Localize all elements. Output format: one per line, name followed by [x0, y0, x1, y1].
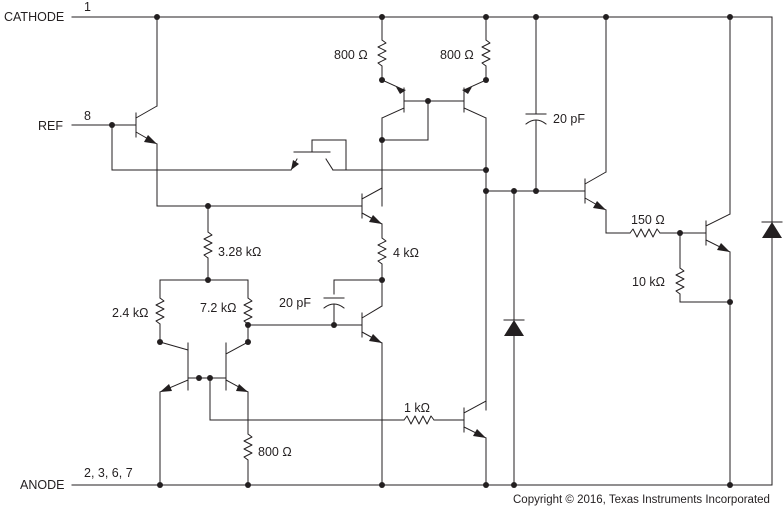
- diode-middle: [503, 190, 525, 486]
- resistor-2k4: [155, 279, 165, 343]
- resistor-1k-path: [209, 415, 465, 425]
- protection-diode: [761, 221, 783, 238]
- middle-npn-transistor: [333, 187, 387, 295]
- label-r-4k: 4 kΩ: [393, 246, 419, 260]
- resistor-7k2: [243, 279, 363, 343]
- label-c-comp-top: 20 pF: [553, 112, 585, 126]
- ref-input-transistor: [71, 16, 158, 207]
- label-r-top-left: 800 Ω: [334, 48, 368, 62]
- top-mirror: [377, 16, 491, 411]
- anode-label: ANODE: [20, 478, 64, 492]
- bottom-diff-pair: [159, 341, 253, 486]
- label-r-2k4: 2.4 kΩ: [112, 306, 148, 320]
- cathode-label: CATHODE: [4, 10, 64, 24]
- label-r-800-bottom: 800 Ω: [258, 445, 292, 459]
- ref-label: REF: [38, 119, 63, 133]
- label-r-top-right: 800 Ω: [440, 48, 474, 62]
- bottom-right-transistor: [463, 400, 487, 486]
- label-r-3k28: 3.28 kΩ: [218, 245, 261, 259]
- cathode-pin-number: 1: [84, 0, 91, 14]
- label-c-comp-middle: 20 pF: [279, 296, 311, 310]
- label-r-10k: 10 kΩ: [632, 275, 665, 289]
- comp-capacitor-top: [525, 16, 547, 192]
- label-r-150: 150 Ω: [631, 213, 665, 227]
- ref-pin-number: 8: [84, 109, 91, 123]
- divider-3k28: [156, 205, 363, 281]
- label-r-7k2: 7.2 kΩ: [200, 301, 236, 315]
- output-driver-transistor: [584, 16, 731, 303]
- anode-pin-numbers: 2, 3, 6, 7: [84, 466, 133, 480]
- junction-dots: [109, 14, 733, 488]
- output-power-transistor: [705, 16, 731, 486]
- comp-capacitor-middle: [323, 297, 345, 326]
- copyright-notice: Copyright © 2016, Texas Instruments Inco…: [513, 494, 770, 506]
- cathode-rail: [71, 16, 773, 486]
- lateral-pnp-transistor: [290, 139, 487, 171]
- label-r-1k: 1 kΩ: [404, 401, 430, 415]
- lower-middle-transistor: [361, 279, 383, 486]
